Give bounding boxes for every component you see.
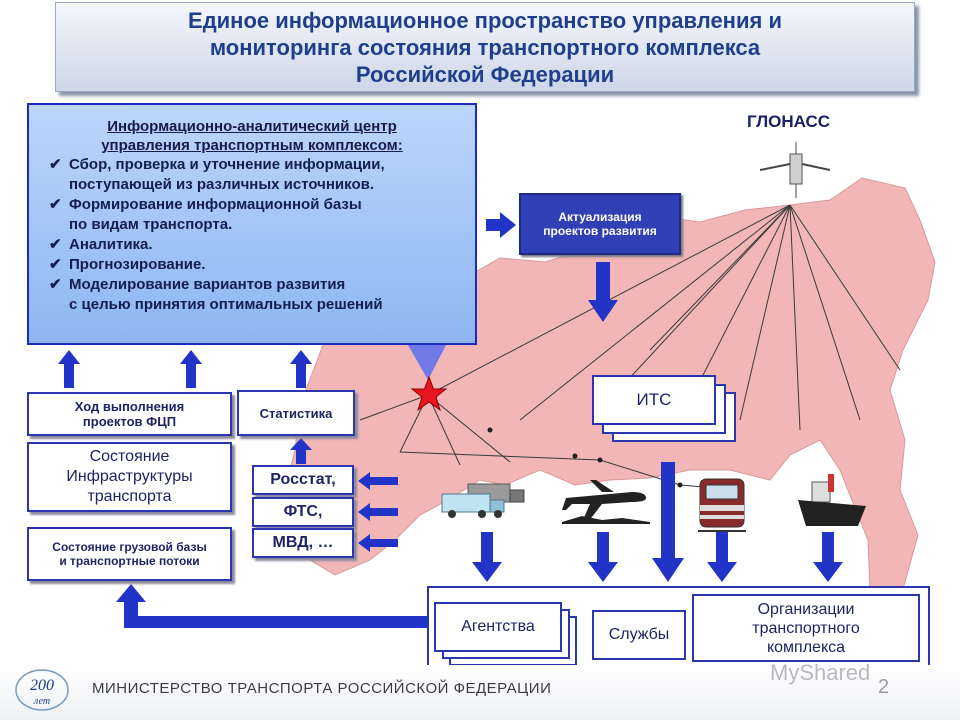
agencies-box: Агентства [434,602,562,652]
title-banner: Единое информационное пространство управ… [55,2,915,92]
network-nodes [487,427,683,488]
center-function-list: ✔Сбор, проверка и уточнение информации,п… [29,155,475,315]
source-fts-box: ФТС, [252,497,354,527]
arrow-right-icon [486,212,516,238]
infrastructure-state-box: Состояние Инфраструктуры транспорта [27,442,232,512]
source-label: ФТС, [283,503,323,520]
title-line-3: Российской Федерации [355,62,615,87]
arrow-left-icon [358,472,398,490]
arrow-up-icon [180,350,202,388]
cargo-box-line-1: Состояние грузовой базы [52,540,207,554]
infra-box-line-1: Состояние [89,448,170,465]
cargo-state-box: Состояние грузовой базы и транспортные п… [27,527,232,581]
list-item: ✔Прогнозирование. [49,256,206,273]
arrow-down-icon [707,532,737,582]
orgs-line-3: комплекса [766,638,846,656]
arrow-down-icon [588,262,618,322]
arrow-down-icon [652,462,684,582]
arrow-left-icon [358,534,398,552]
its-box: ИТС [592,375,716,425]
satellite-icon [760,142,830,198]
airplane-icon [562,480,650,524]
services-box: Службы [592,610,686,660]
infra-box-line-3: транспорта [87,488,172,505]
fcp-progress-box: Ход выполнения проектов ФЦП [27,392,232,436]
checkmark-icon: ✔ [49,236,62,253]
arrow-return-icon [116,584,428,628]
arrow-up-icon [290,438,312,464]
checkmark-icon: ✔ [49,196,62,213]
source-label: МВД, … [272,534,334,551]
services-label: Службы [608,626,670,643]
checkmark-icon: ✔ [49,156,62,173]
its-label: ИТС [636,390,672,409]
arrow-up-icon [290,350,312,388]
star-icon [410,375,448,412]
glonass-label: ГЛОНАСС [747,112,831,131]
truck-icon [441,483,525,518]
statistics-label: Статистика [259,405,333,421]
ship-icon [798,474,866,526]
fcp-box-line-1: Ход выполнения [74,399,185,414]
arrow-left-icon [358,503,398,521]
watermark: MyShared [770,660,871,685]
center-pointer [408,345,446,380]
list-item: ✔Аналитика. [49,236,153,253]
arrow-down-icon [588,532,618,582]
agencies-label: Агентства [461,618,535,635]
update-box-line-2: проектов развития [543,224,657,238]
title-line-2: мониторинга состояния транспортного комп… [209,35,761,60]
arrow-down-icon [472,532,502,582]
fcp-box-line-2: проектов ФЦП [82,414,177,429]
statistics-box: Статистика [237,390,355,436]
arrow-up-icon [58,350,80,388]
anniversary-word: лет [33,696,50,707]
transport-organizations-box: Организации транспортного комплекса [692,594,920,662]
projects-update-box: Актуализация проектов развития [519,193,681,255]
source-label: Росстат, [270,471,336,488]
footer-band [0,665,960,720]
analytics-center-box: Информационно-аналитический центр управл… [27,103,477,345]
update-box-line-1: Актуализация [558,210,642,224]
title-line-1: Единое информационное пространство управ… [188,8,782,33]
orgs-line-2: транспортного [752,619,860,637]
train-icon [698,478,746,532]
checkmark-icon: ✔ [49,256,62,273]
list-item: ✔Сбор, проверка и уточнение информации,п… [49,156,385,193]
cargo-box-line-2: и транспортные потоки [59,554,200,568]
arrow-down-icon [813,532,843,582]
anniversary-logo: 200 лет [15,669,69,711]
source-rosstat-box: Росстат, [252,465,354,495]
center-heading-2: управления транспортным комплексом: [101,137,403,154]
checkmark-icon: ✔ [49,276,62,293]
source-mvd-box: МВД, … [252,528,354,558]
anniversary-number: 200 [30,677,54,694]
ministry-footer-text: МИНИСТЕРСТВО ТРАНСПОРТА РОССИЙСКОЙ ФЕДЕР… [92,680,552,697]
page-number: 2 [878,676,890,698]
orgs-line-1: Организации [757,600,855,618]
infra-box-line-2: Инфраструктуры [66,468,193,485]
center-heading-1: Информационно-аналитический центр [107,118,397,135]
